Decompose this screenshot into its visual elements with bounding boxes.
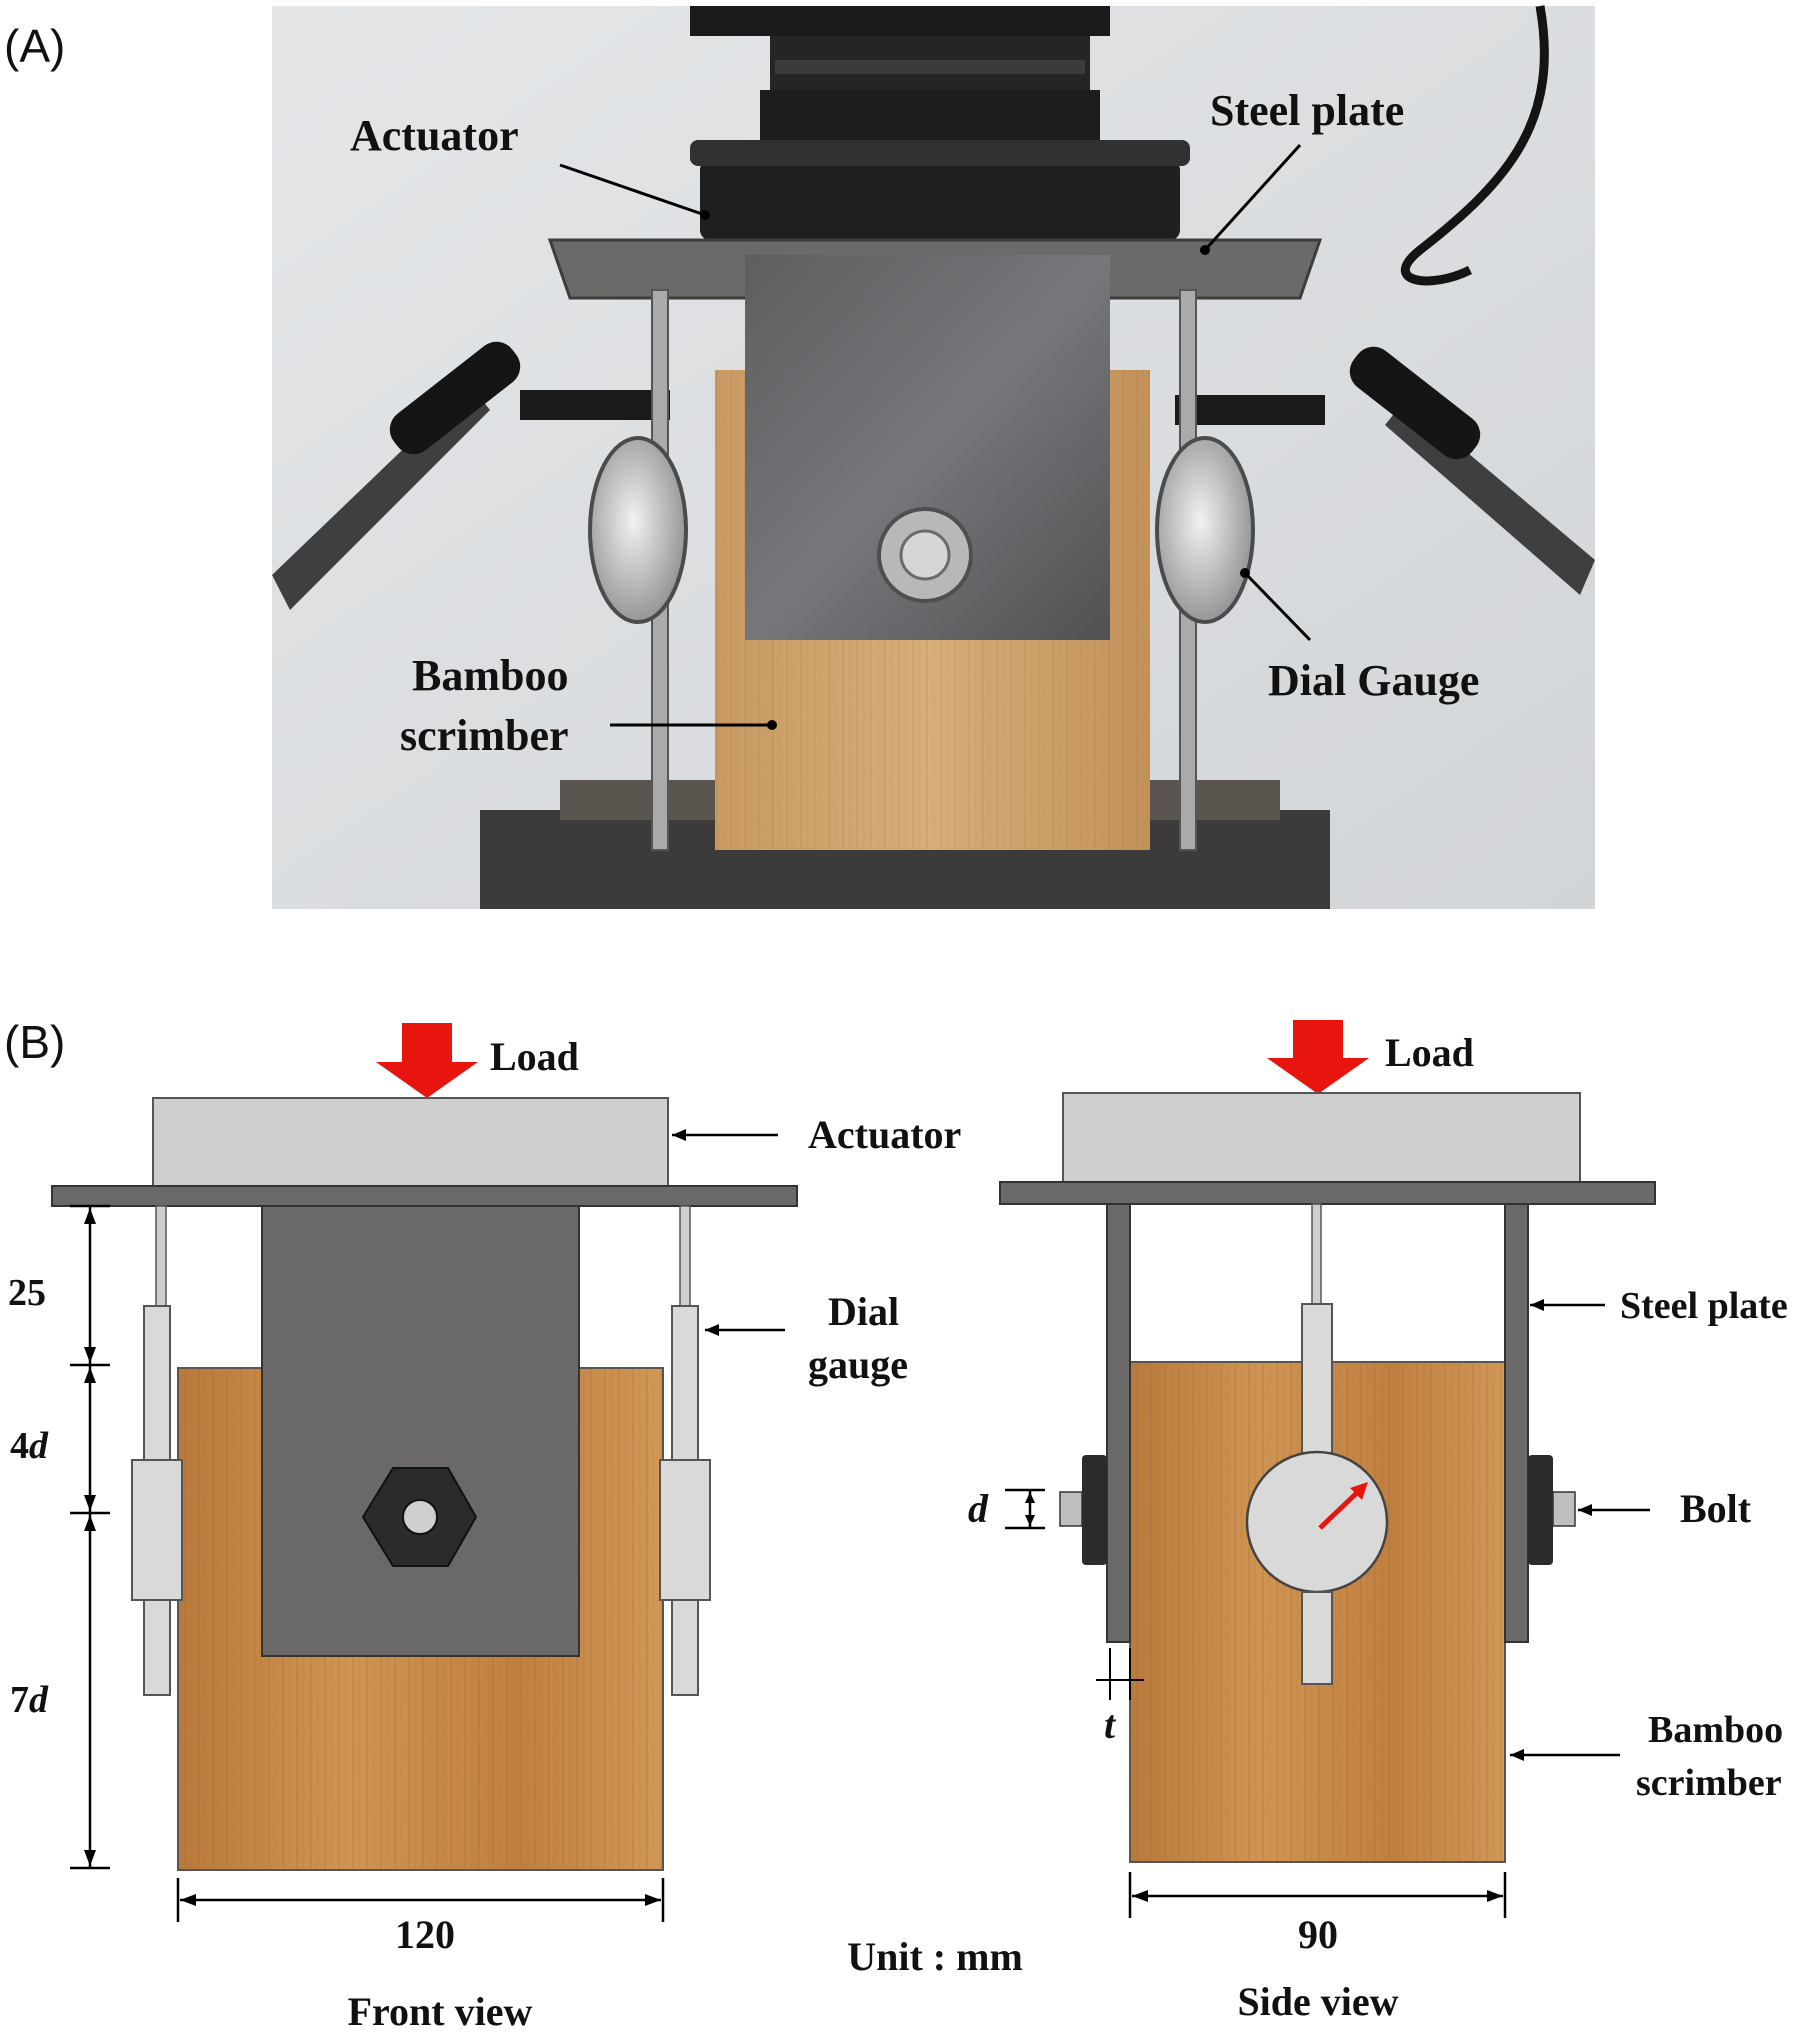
front-dial-gauge-right — [659, 1205, 711, 1696]
leader-dial-gauge — [1243, 571, 1312, 642]
side-width-dimension — [1128, 1872, 1507, 1918]
front-dim-25: 25 — [8, 1272, 46, 1314]
front-dim-7d-symbol: d — [29, 1679, 49, 1721]
front-top-plate — [51, 1185, 798, 1207]
side-bolt-right — [1528, 1455, 1576, 1565]
side-steel-plate-left — [1106, 1203, 1131, 1643]
side-top-plate — [999, 1181, 1656, 1205]
front-vertical-dimension — [70, 1204, 110, 1870]
label-actuator: Actuator — [350, 111, 519, 160]
photo-dial-gauge-left — [588, 436, 688, 624]
label-bamboo-line2: scrimber — [400, 711, 569, 760]
front-dial-label-line1: Dial — [828, 1289, 899, 1334]
side-steel-plate-right — [1504, 1203, 1529, 1643]
front-width-dimension — [176, 1878, 665, 1922]
photo-dial-gauge-right — [1155, 436, 1255, 624]
side-dim-t: t — [1104, 1702, 1117, 1747]
photo-cable — [1400, 5, 1549, 286]
front-hanging-plate — [261, 1205, 580, 1657]
side-dial-gauge — [1245, 1203, 1389, 1685]
front-view-diagram: Load Actuator Dial gau — [8, 1023, 961, 2034]
label-dial-gauge: Dial Gauge — [1268, 656, 1479, 705]
front-load-label: Load — [490, 1034, 579, 1079]
side-caption: Side view — [1237, 1979, 1398, 2024]
photo-panel: Actuator Steel plate Bamboo scrimber Dia… — [272, 5, 1595, 909]
front-width-label: 120 — [395, 1912, 455, 1957]
front-dim-4d: 4d — [10, 1425, 49, 1467]
label-steel-plate: Steel plate — [1210, 86, 1404, 135]
front-dim-7d-number: 7 — [10, 1679, 29, 1721]
side-bamboo-label-line2: scrimber — [1636, 1762, 1782, 1804]
front-load-arrow — [376, 1023, 478, 1098]
leader-actuator — [559, 163, 706, 217]
panel-a-label: (A) — [4, 20, 65, 72]
leader-steel-plate — [1203, 143, 1302, 252]
side-bolt-label: Bolt — [1680, 1486, 1752, 1531]
photo-actuator — [690, 6, 1190, 240]
front-dim-7d: 7d — [10, 1679, 49, 1721]
front-dial-gauge-left — [131, 1205, 183, 1696]
side-bamboo-label-line1: Bamboo — [1648, 1709, 1783, 1751]
side-steel-plate-label: Steel plate — [1620, 1285, 1788, 1327]
side-actuator — [1062, 1092, 1581, 1184]
front-dim-4d-symbol: d — [29, 1425, 49, 1467]
side-d-dimension — [1005, 1488, 1045, 1530]
front-actuator — [152, 1097, 669, 1189]
side-bolt-left — [1059, 1455, 1107, 1565]
side-width-label: 90 — [1298, 1912, 1338, 1957]
side-dim-d: d — [968, 1486, 989, 1531]
front-caption: Front view — [348, 1989, 533, 2034]
side-load-arrow — [1267, 1020, 1369, 1094]
label-bamboo-line1: Bamboo — [412, 651, 568, 700]
unit-label: Unit : mm — [847, 1934, 1023, 1979]
side-view-diagram: Load — [968, 1020, 1788, 2024]
panel-b-label: (B) — [4, 1016, 65, 1068]
front-dim-4d-number: 4 — [10, 1425, 29, 1467]
photo-bolt — [877, 507, 973, 603]
front-dial-label-line2: gauge — [808, 1342, 908, 1387]
side-load-label: Load — [1385, 1030, 1474, 1075]
side-t-dimension — [1096, 1648, 1144, 1700]
front-actuator-label: Actuator — [808, 1112, 961, 1157]
